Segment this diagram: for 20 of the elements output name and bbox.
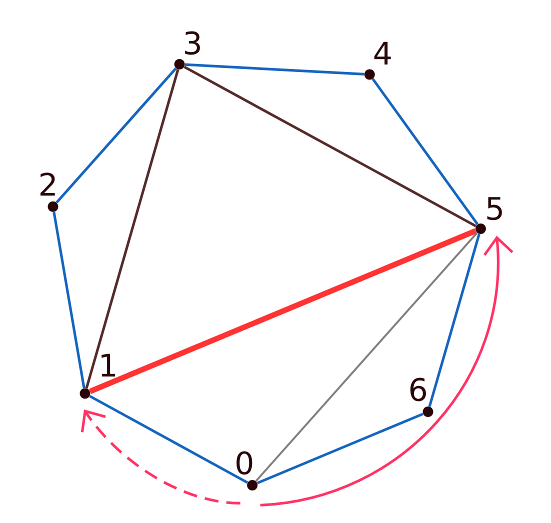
edge-line	[372, 78, 479, 226]
edge-line	[256, 412, 424, 484]
vertex-label: 0	[236, 451, 252, 475]
edge-line	[184, 66, 477, 228]
edge-line	[89, 394, 248, 484]
edge-line	[52, 212, 86, 388]
edge-line	[56, 68, 177, 204]
edge-line	[85, 69, 180, 389]
edge-line	[255, 232, 478, 482]
edge-line	[184, 63, 364, 76]
vertex-label: 3	[185, 31, 200, 55]
vertex-label: 1	[102, 354, 116, 376]
edge-line	[88, 228, 477, 394]
vertex-label: 5	[487, 197, 502, 220]
vertex-label: 2	[40, 172, 55, 196]
edge-line	[428, 234, 480, 407]
vertex-label: 4	[374, 42, 391, 64]
curved-arrow	[80, 410, 240, 504]
curved-arrow	[260, 236, 514, 506]
vertex-label: 6	[410, 378, 426, 402]
